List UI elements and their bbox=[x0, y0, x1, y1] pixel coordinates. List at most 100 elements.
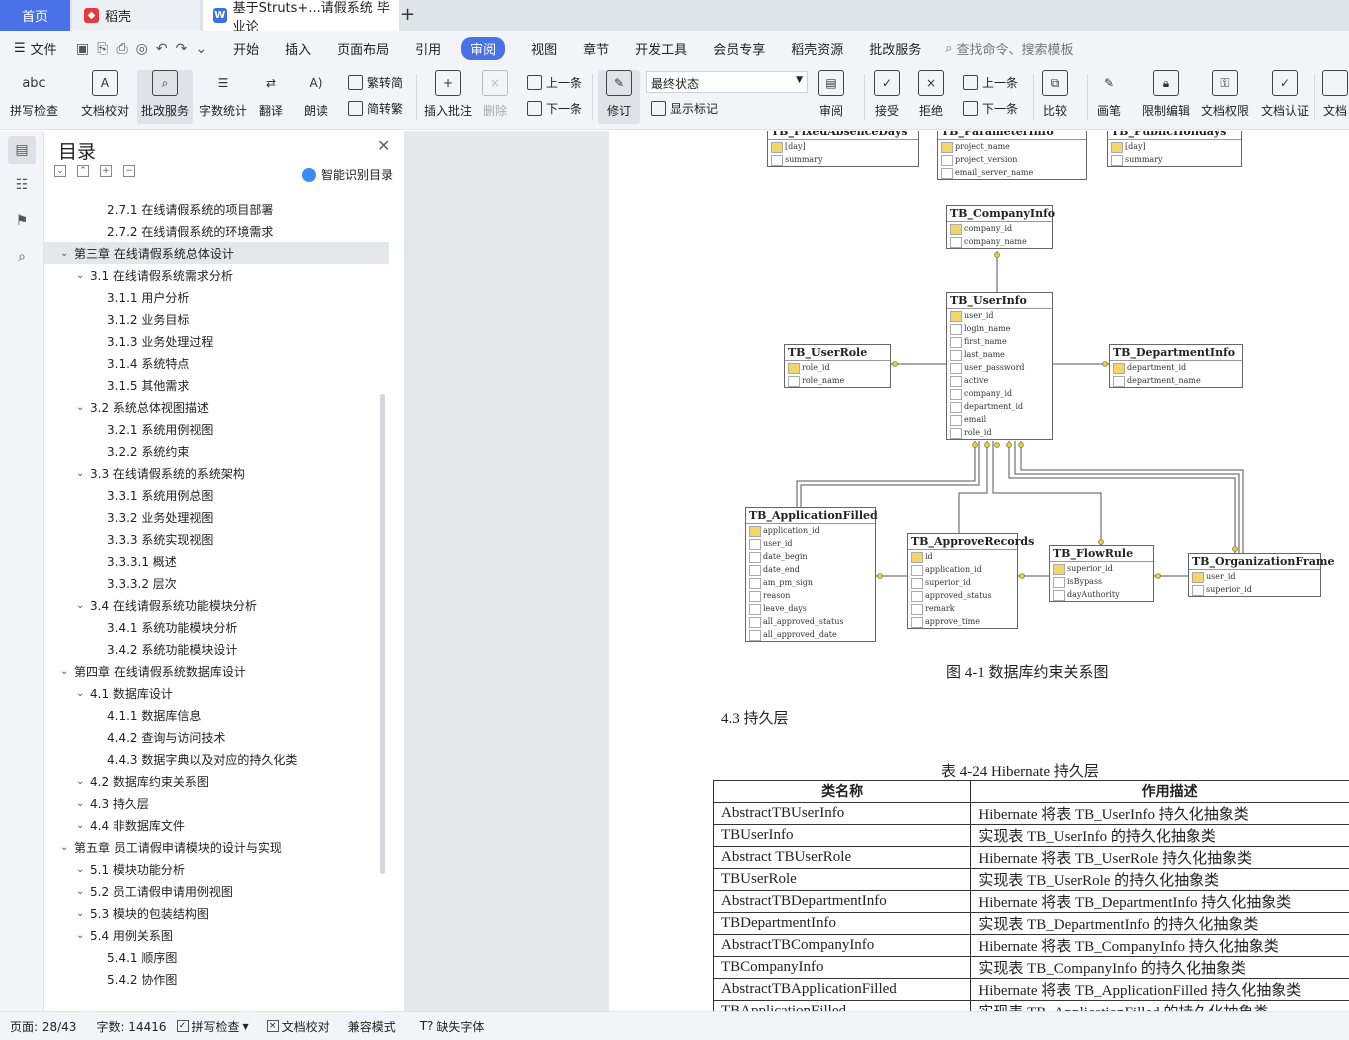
chevron-down-icon[interactable]: ⌄ bbox=[76, 467, 85, 479]
close-icon[interactable]: ✕ bbox=[377, 136, 391, 155]
toc-item[interactable]: ⌄第四章 在线请假系统数据库设计 bbox=[44, 660, 389, 682]
file-menu[interactable]: ☰文件 bbox=[0, 39, 70, 58]
toc-item[interactable] bbox=[44, 187, 389, 198]
save-icon[interactable]: ▣ bbox=[76, 40, 90, 57]
prev-comment-button[interactable]: 上一条 bbox=[527, 74, 582, 91]
toc-item[interactable]: ⌄第三章 在线请假系统总体设计 bbox=[44, 242, 389, 264]
chevron-down-icon[interactable]: ⌄ bbox=[76, 797, 85, 809]
chapter-nav-icon[interactable]: ☷ bbox=[15, 177, 29, 193]
review-pane-button[interactable]: ▤审阅 bbox=[818, 70, 844, 124]
chevron-down-icon[interactable]: ⌄ bbox=[76, 401, 85, 413]
undo-icon[interactable]: ↶ bbox=[155, 40, 168, 57]
bookmark-icon[interactable]: ⚑ bbox=[15, 213, 29, 229]
chevron-down-icon[interactable]: ⌄ bbox=[60, 665, 69, 677]
pen-button[interactable]: ✎画笔 bbox=[1096, 70, 1122, 124]
toc-item[interactable]: 3.3.3.2 层次 bbox=[44, 572, 389, 594]
toc-item[interactable]: 3.3.2 业务处理视图 bbox=[44, 506, 389, 528]
export-icon[interactable]: ⎘ bbox=[97, 40, 109, 57]
doc-rights-button[interactable]: ⚿文档权限 bbox=[1201, 70, 1249, 124]
toc-item[interactable]: 4.1.1 数据库信息 bbox=[44, 704, 389, 726]
compare-button[interactable]: ⧉比较 bbox=[1042, 70, 1068, 124]
remove-heading-icon[interactable]: − bbox=[123, 165, 135, 177]
toc-item[interactable]: 3.1.2 业务目标 bbox=[44, 308, 389, 330]
menu-review[interactable]: 审阅 bbox=[461, 37, 506, 60]
menu-devtools[interactable]: 开发工具 bbox=[635, 43, 688, 58]
add-heading-icon[interactable]: + bbox=[100, 165, 112, 177]
menu-chapter[interactable]: 章节 bbox=[583, 43, 610, 58]
toc-item[interactable]: ⌄4.4 非数据库文件 bbox=[44, 814, 389, 836]
track-changes-button[interactable]: ✎修订 bbox=[598, 70, 640, 124]
chevron-down-icon[interactable]: ⌄ bbox=[60, 247, 69, 259]
proofread-toggle[interactable]: ×文档校对 bbox=[266, 1018, 330, 1035]
menu-layout[interactable]: 页面布局 bbox=[337, 43, 390, 58]
toc-item[interactable]: ⌄5.2 员工请假申请用例视图 bbox=[44, 880, 389, 902]
toc-item[interactable]: 4.4.3 数据字典以及对应的持久化类 bbox=[44, 748, 389, 770]
preview-icon[interactable]: ◎ bbox=[135, 40, 148, 57]
menu-daoke-resources[interactable]: 稻壳资源 bbox=[791, 43, 844, 58]
chevron-down-icon[interactable]: ⌄ bbox=[76, 599, 85, 611]
toc-item[interactable]: ⌄3.3 在线请假系统的系统架构 bbox=[44, 462, 389, 484]
toc-item[interactable]: 3.1.5 其他需求 bbox=[44, 374, 389, 396]
next-comment-button[interactable]: 下一条 bbox=[527, 100, 582, 117]
chevron-down-icon[interactable]: ⌄ bbox=[76, 775, 85, 787]
toc-item[interactable]: ⌄3.4 在线请假系统功能模块分析 bbox=[44, 594, 389, 616]
doc-more-button[interactable]: 文档 bbox=[1322, 70, 1348, 124]
review-service-button[interactable]: ⌕批改服务 bbox=[137, 70, 193, 124]
trad-to-simp-button[interactable]: 繁转简 bbox=[348, 74, 403, 91]
menu-view[interactable]: 视图 bbox=[531, 43, 558, 58]
simp-to-trad-button[interactable]: 简转繁 bbox=[348, 100, 403, 117]
tab-home[interactable]: 首页 bbox=[0, 0, 70, 31]
toc-item[interactable]: 3.4.1 系统功能模块分析 bbox=[44, 616, 389, 638]
restrict-edit-button[interactable]: 🔒︎限制编辑 bbox=[1142, 70, 1190, 124]
accept-button[interactable]: ✓接受 bbox=[874, 70, 900, 124]
toc-item[interactable]: 5.4.2 协作图 bbox=[44, 968, 389, 990]
toc-item[interactable]: 3.1.1 用户分析 bbox=[44, 286, 389, 308]
reject-button[interactable]: ×拒绝 bbox=[918, 70, 944, 124]
toc-item[interactable]: 3.2.2 系统约束 bbox=[44, 440, 389, 462]
chevron-down-icon[interactable]: ⌄ bbox=[76, 885, 85, 897]
toc-item[interactable]: ⌄4.1 数据库设计 bbox=[44, 682, 389, 704]
chevron-down-icon[interactable]: ⌄ bbox=[76, 687, 85, 699]
toc-item[interactable]: ⌄第五章 员工请假申请模块的设计与实现 bbox=[44, 836, 389, 858]
toc-panel-icon[interactable]: ▤ bbox=[8, 136, 36, 164]
toc-item[interactable]: ⌄5.3 模块的包装结构图 bbox=[44, 902, 389, 924]
toc-item[interactable]: 3.3.3.1 概述 bbox=[44, 550, 389, 572]
menu-member[interactable]: 会员专享 bbox=[713, 43, 766, 58]
toc-item[interactable]: 2.7.1 在线请假系统的项目部署 bbox=[44, 198, 389, 220]
toc-item[interactable]: 4.4.2 查询与访问技术 bbox=[44, 726, 389, 748]
toc-item[interactable]: 3.2.1 系统用例视图 bbox=[44, 418, 389, 440]
print-icon[interactable]: ⎙ bbox=[116, 40, 128, 57]
menu-reference[interactable]: 引用 bbox=[415, 43, 442, 58]
translate-button[interactable]: ⇄翻译 bbox=[258, 70, 284, 124]
chevron-down-icon[interactable]: ⌄ bbox=[76, 819, 85, 831]
chevron-down-icon[interactable]: ⌄ bbox=[76, 863, 85, 875]
doc-cert-button[interactable]: ✓文档认证 bbox=[1261, 70, 1309, 124]
collapse-all-icon[interactable]: ⌄ bbox=[54, 165, 66, 177]
delete-comment-button[interactable]: ×删除 bbox=[482, 70, 508, 124]
toc-item[interactable]: ⌄4.3 持久层 bbox=[44, 792, 389, 814]
toc-item[interactable]: 3.4.2 系统功能模块设计 bbox=[44, 638, 389, 660]
toc-item[interactable]: ⌄5.1 模块功能分析 bbox=[44, 858, 389, 880]
new-tab-button[interactable]: + bbox=[400, 4, 416, 25]
menu-start[interactable]: 开始 bbox=[233, 43, 260, 58]
toc-item[interactable]: ⌄3.1 在线请假系统需求分析 bbox=[44, 264, 389, 286]
page-indicator[interactable]: 页面: 28/43 bbox=[10, 1019, 77, 1034]
menu-correction[interactable]: 批改服务 bbox=[869, 43, 922, 58]
markup-state-select[interactable]: 最终状态▼ bbox=[646, 71, 808, 93]
chevron-down-icon[interactable]: ⌄ bbox=[76, 929, 85, 941]
spell-check-toggle[interactable]: ✓拼写检查▼ bbox=[176, 1018, 249, 1035]
expand-all-icon[interactable]: ⌃ bbox=[77, 165, 89, 177]
chevron-down-icon[interactable]: ⌄ bbox=[60, 841, 69, 853]
toc-item[interactable]: 5.4.1 顺序图 bbox=[44, 946, 389, 968]
command-search[interactable]: ⌕查找命令、搜索模板 bbox=[945, 39, 1073, 58]
toc-item[interactable]: 3.3.3 系统实现视图 bbox=[44, 528, 389, 550]
more-icon[interactable]: ⌄ bbox=[195, 40, 208, 57]
toc-item[interactable]: 3.3.1 系统用例总图 bbox=[44, 484, 389, 506]
toc-item[interactable]: ⌄3.2 系统总体视图描述 bbox=[44, 396, 389, 418]
next-change-button[interactable]: 下一条 bbox=[963, 100, 1018, 117]
smart-toc-button[interactable]: 智能识别目录 bbox=[302, 166, 393, 183]
toc-item[interactable]: 3.1.3 业务处理过程 bbox=[44, 330, 389, 352]
